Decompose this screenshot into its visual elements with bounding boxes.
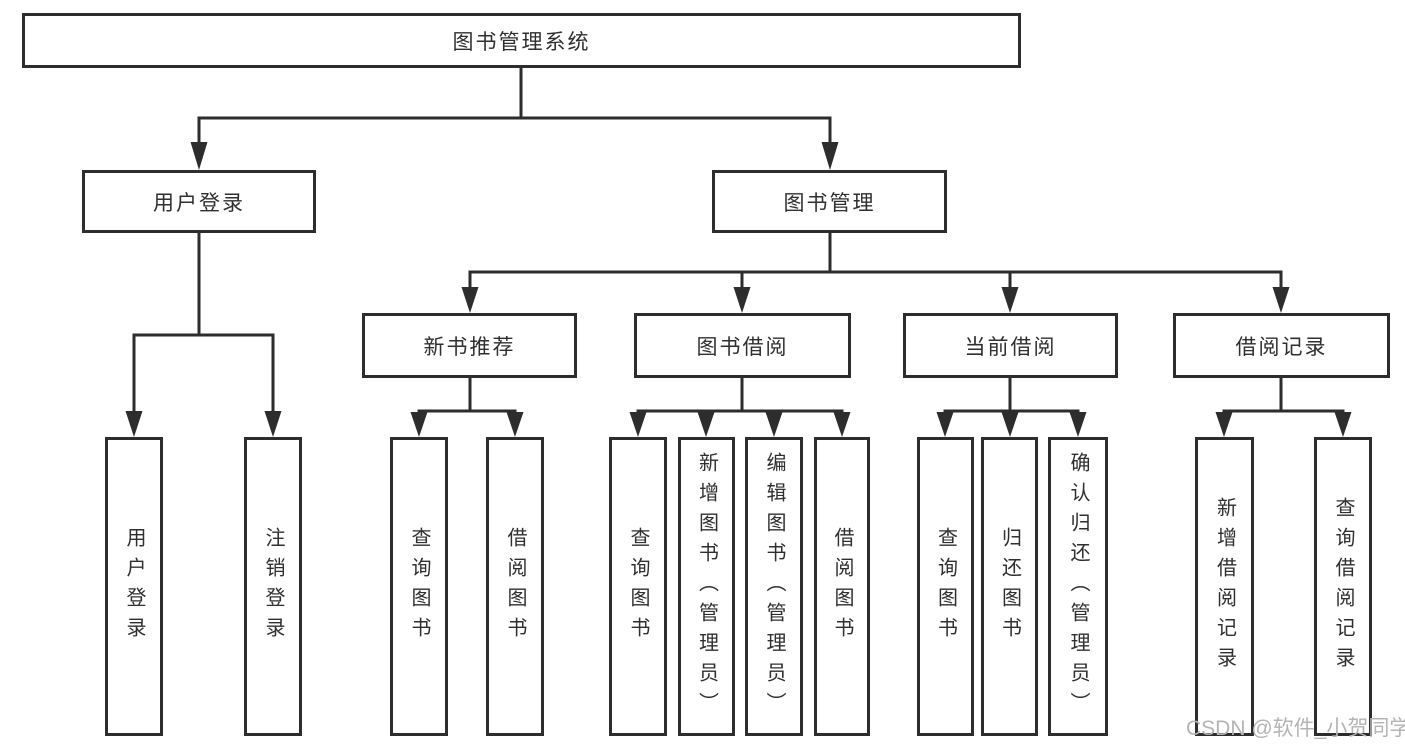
node-label: 图书借阅 [696, 335, 789, 359]
leaf-edit-books-admin: 编辑图书（管理员） [745, 437, 803, 736]
node-label: 用户登录 [123, 526, 145, 647]
node-label: 图书管理系统 [452, 30, 591, 54]
node-borrowing-records: 借阅记录 [1173, 313, 1390, 378]
node-label: 借阅图书 [831, 526, 853, 647]
node-label: 当前借阅 [964, 335, 1057, 359]
leaf-query-books-newbooks: 查询图书 [390, 437, 448, 736]
node-label: 编辑图书（管理员） [763, 451, 785, 722]
leaf-borrow-books: 借阅图书 [814, 437, 870, 736]
leaf-query-books-borrow: 查询图书 [609, 437, 667, 736]
node-root-system: 图书管理系统 [22, 13, 1021, 68]
leaf-query-books-current: 查询图书 [917, 437, 974, 736]
node-label: 借阅记录 [1235, 335, 1328, 359]
node-label: 图书管理 [783, 191, 876, 215]
node-label: 注销登录 [262, 526, 284, 647]
node-book-borrowing: 图书借阅 [634, 313, 851, 378]
leaf-add-borrow-record: 新增借阅记录 [1195, 437, 1254, 736]
leaf-user-login: 用户登录 [105, 437, 163, 736]
leaf-return-books: 归还图书 [981, 437, 1038, 736]
node-user-login: 用户登录 [82, 170, 316, 233]
node-book-management: 图书管理 [712, 170, 947, 233]
node-label: 用户登录 [153, 191, 245, 215]
node-label: 查询借阅记录 [1332, 496, 1354, 677]
leaf-confirm-return-admin: 确认归还（管理员） [1048, 437, 1108, 736]
node-label: 查询图书 [408, 526, 430, 647]
node-label: 确认归还（管理员） [1067, 451, 1089, 722]
leaf-add-books-admin: 新增图书（管理员） [678, 437, 735, 736]
leaf-logout: 注销登录 [244, 437, 302, 736]
node-new-book-recommend: 新书推荐 [362, 313, 577, 378]
leaf-borrow-books-newbooks: 借阅图书 [486, 437, 544, 736]
node-current-borrowing: 当前借阅 [903, 313, 1118, 378]
node-label: 归还图书 [998, 526, 1021, 647]
csdn-watermark: CSDN @软件_小贺同学 [1186, 717, 1405, 740]
node-label: 查询图书 [934, 526, 957, 647]
arrowheads [125, 142, 1352, 437]
node-label: 新书推荐 [423, 335, 516, 359]
leaf-query-borrow-record: 查询借阅记录 [1314, 437, 1372, 736]
node-label: 新增图书（管理员） [695, 451, 718, 722]
node-label: 查询图书 [627, 526, 649, 647]
node-label: 新增借阅记录 [1213, 496, 1236, 677]
node-label: 借阅图书 [504, 526, 526, 647]
